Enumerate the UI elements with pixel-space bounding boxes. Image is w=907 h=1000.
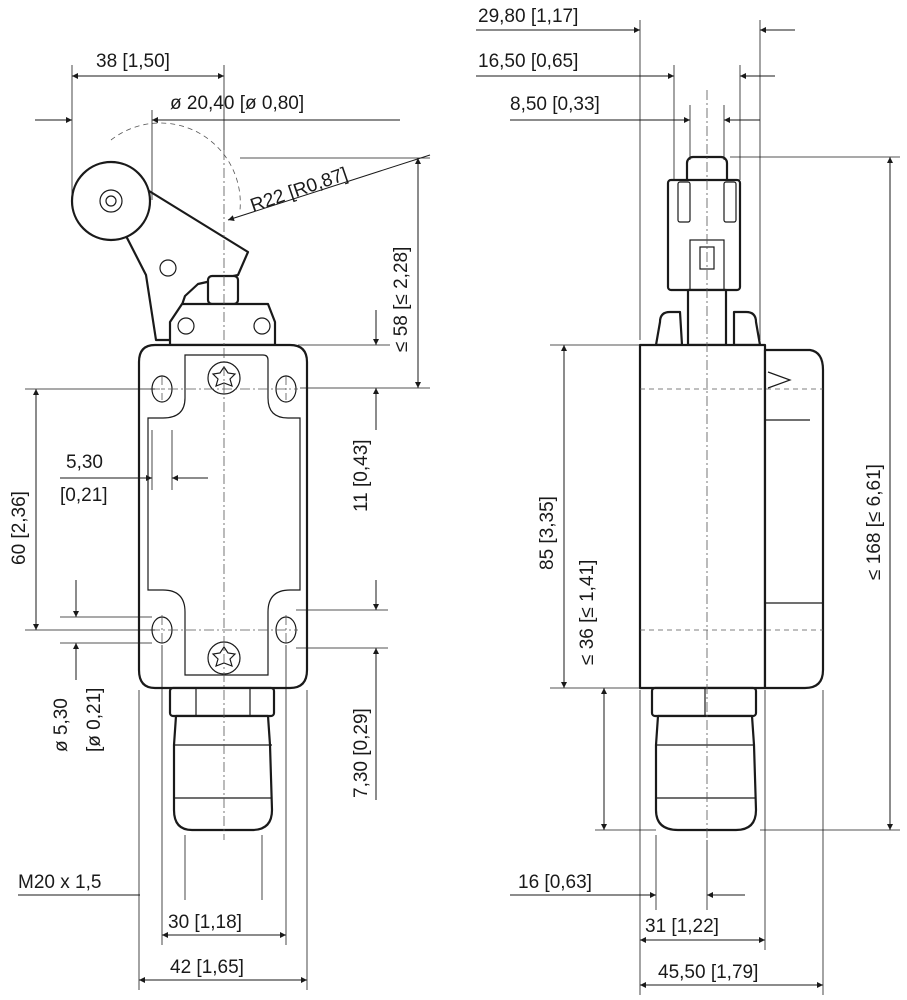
switch-body-side [638,343,767,690]
top-collar [168,302,277,347]
dim-body-depth: 45,50 [1,79] [658,962,758,983]
dim-hole-pitch: 60 [2,36] [9,491,30,565]
switch-body [137,343,309,690]
dim-body-width: 42 [1,65] [170,957,244,978]
lever-radius-arc [110,122,241,211]
side-view [638,90,825,840]
dim-hole-diameter-value: ø 5,30 [51,698,72,752]
dim-lever-outer: 16,50 [0,65] [478,51,578,72]
gland-nut-side [650,686,758,718]
dim-top-hole: 11 [0,43] [351,439,372,512]
front-view-dimensions [18,65,431,990]
dim-lever-inner: 8,50 [0,33] [510,94,600,115]
dim-lever-offset: 38 [1,50] [96,51,170,72]
dim-cable-entry-height: ≤ 36 [≤ 1,41] [577,560,598,665]
dim-hole-spacing: 30 [1,18] [168,912,242,933]
plunger-side [686,288,728,347]
dim-thread: M20 x 1,5 [18,872,101,893]
front-view [70,122,309,840]
dim-hole-offset-value: 5,30 [66,452,103,473]
side-view-dimensions [476,20,900,995]
cover-side [763,348,825,690]
cable-gland [172,714,274,832]
dim-bottom-hole: 7,30 [0,29] [351,708,372,798]
plunger [206,274,240,306]
dim-hole-diameter-inch: [ø 0,21] [84,688,105,752]
roller [70,160,152,242]
dim-lever-height: ≤ 58 [≤ 2,28] [391,247,412,352]
cover-outline [147,354,301,676]
dim-body-height: 85 [3,35] [537,496,558,570]
cable-gland-side [654,714,758,832]
dim-lever-radius: R22 [R0,87] [248,164,351,217]
dim-roller-diameter: ø 20,40 [ø 0,80] [170,93,304,114]
lever-fork [666,178,742,292]
dim-overall-height: ≤ 168 [≤ 6,61] [864,464,885,580]
dim-lever-total-width: 29,80 [1,17] [478,6,578,27]
gland-nut [168,686,276,718]
dim-gland-depth: 16 [0,63] [518,872,592,893]
dim-body-depth-inner: 31 [1,22] [645,916,719,937]
dim-hole-offset-inch: [0,21] [60,485,108,506]
side-view-labels: 29,80 [1,17] 16,50 [0,65] 8,50 [0,33] 85… [478,6,885,983]
lever-hole [159,259,177,277]
